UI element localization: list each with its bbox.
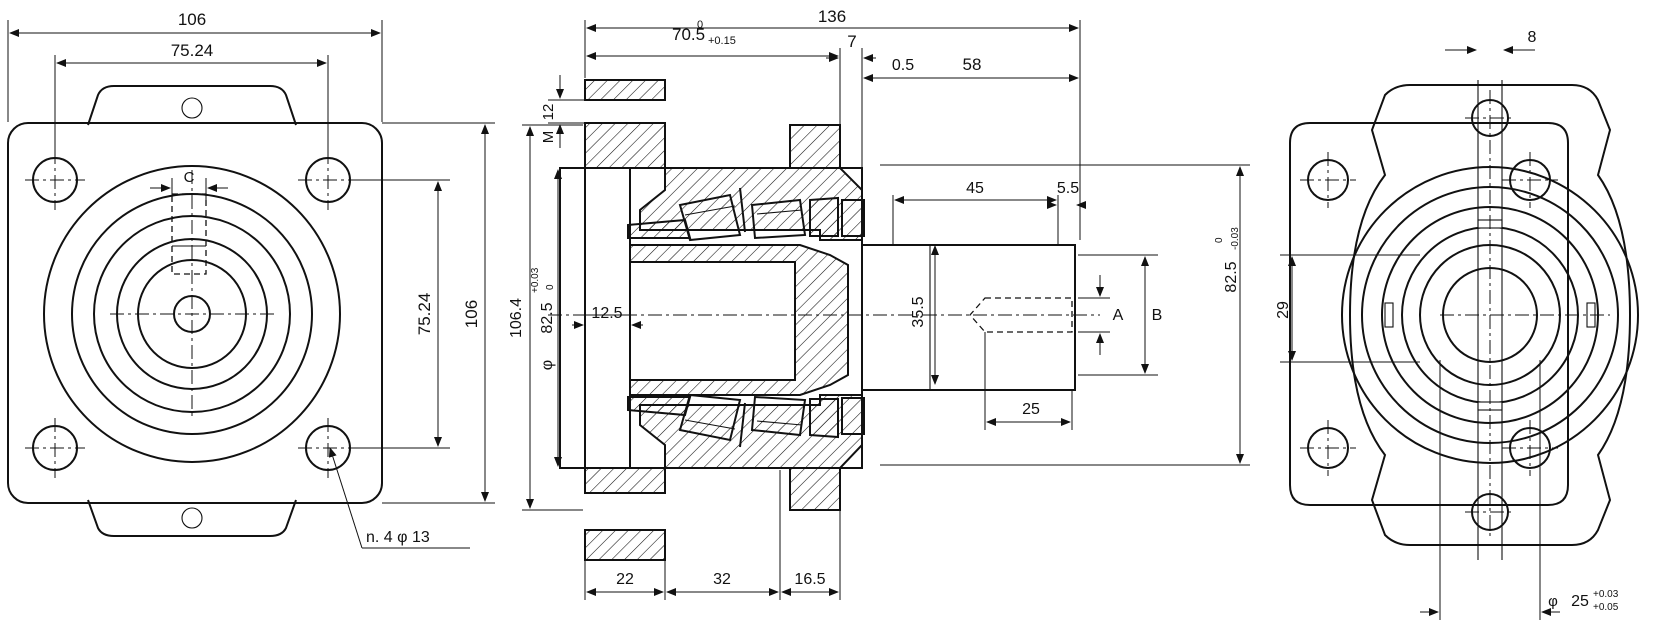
seal-lower — [841, 397, 865, 435]
left-view: 106 75.24 75.24 106 C n. 4 φ 13 — [7, 10, 495, 549]
top-hatch-b — [584, 122, 666, 169]
dim-82-5-right-tol-upper: 0 — [1214, 237, 1225, 243]
dim-45: 45 — [966, 180, 984, 197]
square-flange-right — [1289, 122, 1569, 506]
dim-m-prefix: M — [540, 131, 557, 144]
right-view: 8 29 φ 25 +0.03 +0.05 — [1275, 29, 1639, 620]
dim-35-5: 35.5 — [910, 296, 927, 327]
top-hatch-a — [584, 79, 666, 101]
dim-82-5-tol-lower: 0 — [545, 284, 556, 290]
bottom-lug-hole — [181, 507, 203, 529]
dim-82-5-tol-upper: +0.03 — [530, 267, 541, 293]
dim-width-8: 8 — [1528, 29, 1537, 46]
dim-5-5: 5.5 — [1057, 180, 1079, 197]
dim-82-5-right: 82.5 — [1223, 261, 1240, 292]
top-lug-hole — [181, 97, 203, 119]
dim-22: 22 — [616, 571, 634, 588]
seal-upper — [841, 199, 865, 237]
bottom-hatch-a — [584, 467, 666, 494]
dim-bore-tol-lower: +0.05 — [1593, 602, 1619, 613]
dim-label-b: B — [1152, 307, 1163, 324]
dim-82-5-right-tol-lower: -0.03 — [1230, 227, 1241, 250]
output-shaft — [862, 244, 1076, 391]
dim-70-5-tol-upper: 0 — [697, 19, 703, 31]
dim-bore-prefix: φ — [1548, 593, 1558, 610]
oval-housing — [1348, 84, 1632, 546]
dim-7: 7 — [847, 32, 856, 51]
dim-dia-prefix: φ — [539, 360, 556, 370]
dim-height-overall: 106 — [462, 300, 481, 328]
dim-m-size: 12 — [540, 104, 557, 121]
dim-holes: n. 4 φ 13 — [366, 529, 430, 546]
bearing-upper — [627, 187, 839, 242]
square-flange — [7, 122, 383, 504]
dim-height-bolt: 75.24 — [415, 293, 434, 336]
dim-82-5: 82.5 — [539, 302, 556, 333]
section-view: 136 70.5 0 +0.15 7 0.5 58 M 12 106.4 φ 8… — [508, 7, 1250, 600]
top-lug — [87, 85, 297, 126]
dim-70-5-tol-lower: +0.15 — [708, 35, 736, 47]
dim-bore-25: 25 — [1571, 593, 1589, 610]
dim-106-4: 106.4 — [508, 298, 525, 338]
dim-25: 25 — [1022, 401, 1040, 418]
dim-bore-tol-upper: +0.03 — [1593, 589, 1619, 600]
dim-key-c: C — [184, 169, 195, 186]
dim-12-5: 12.5 — [591, 305, 622, 322]
dim-length-total: 136 — [818, 7, 846, 26]
dim-32: 32 — [713, 571, 731, 588]
dim-width-bolt: 75.24 — [171, 41, 214, 60]
flange-outer-circle — [43, 165, 341, 463]
hollow-shaft — [629, 244, 849, 396]
dim-70-5: 70.5 — [672, 25, 705, 44]
dim-16-5: 16.5 — [794, 571, 825, 588]
bearing-lower — [627, 393, 839, 448]
dim-label-a: A — [1113, 307, 1124, 324]
bottom-lug — [87, 499, 297, 537]
dim-height-29: 29 — [1275, 301, 1292, 319]
bottom-hatch-b — [584, 529, 666, 561]
shaft-tap-hole — [969, 297, 1073, 333]
keyway-hidden — [171, 193, 207, 275]
dim-58: 58 — [963, 55, 982, 74]
shaft-bore — [629, 261, 796, 381]
dim-0-5: 0.5 — [892, 57, 914, 74]
dim-width-overall: 106 — [178, 10, 206, 29]
